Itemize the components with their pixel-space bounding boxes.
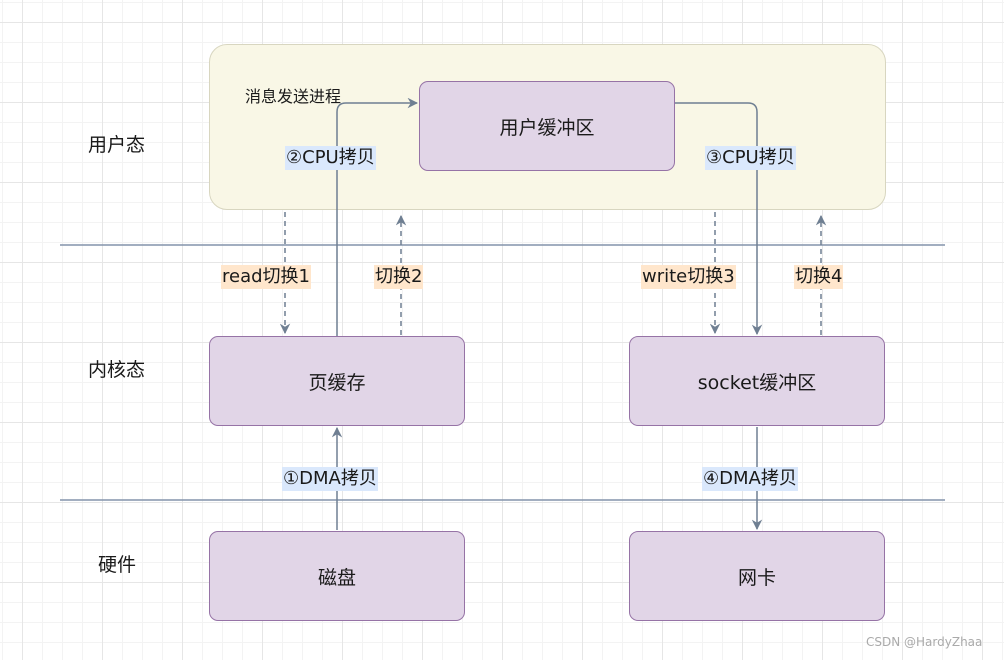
dma-copy-1-label: ①DMA拷贝 xyxy=(282,467,378,491)
cpu-copy-3-label: ③CPU拷贝 xyxy=(705,146,796,170)
read-switch-1-label: read切换1 xyxy=(221,265,311,289)
cpu-copy-3-arrow xyxy=(675,102,763,336)
page-cache-label: 页缓存 xyxy=(308,371,366,394)
socket-buffer-box: socket缓冲区 xyxy=(629,336,885,426)
process-label: 消息发送进程 xyxy=(245,87,342,106)
user-buffer-label: 用户缓冲区 xyxy=(499,116,595,139)
nic-box: 网卡 xyxy=(629,531,885,621)
dma-copy-4-label: ④DMA拷贝 xyxy=(702,467,798,491)
nic-label: 网卡 xyxy=(737,566,776,589)
watermark: CSDN @HardyZhaa xyxy=(866,635,983,649)
disk-box: 磁盘 xyxy=(209,531,465,621)
cpu-copy-2-arrow xyxy=(336,97,419,336)
switch-2-label: 切换2 xyxy=(374,265,424,289)
page-cache-box: 页缓存 xyxy=(209,336,465,426)
user-mode-label: 用户态 xyxy=(88,134,146,156)
switch-4-label: 切换4 xyxy=(794,265,844,289)
socket-buffer-label: socket缓冲区 xyxy=(697,371,817,394)
user-buffer-box: 用户缓冲区 xyxy=(419,81,675,171)
kernel-mode-label: 内核态 xyxy=(88,359,146,381)
hardware-label: 硬件 xyxy=(98,554,137,576)
disk-label: 磁盘 xyxy=(317,566,356,589)
write-switch-3-label: write切换3 xyxy=(641,265,736,289)
cpu-copy-2-label: ②CPU拷贝 xyxy=(285,146,376,170)
